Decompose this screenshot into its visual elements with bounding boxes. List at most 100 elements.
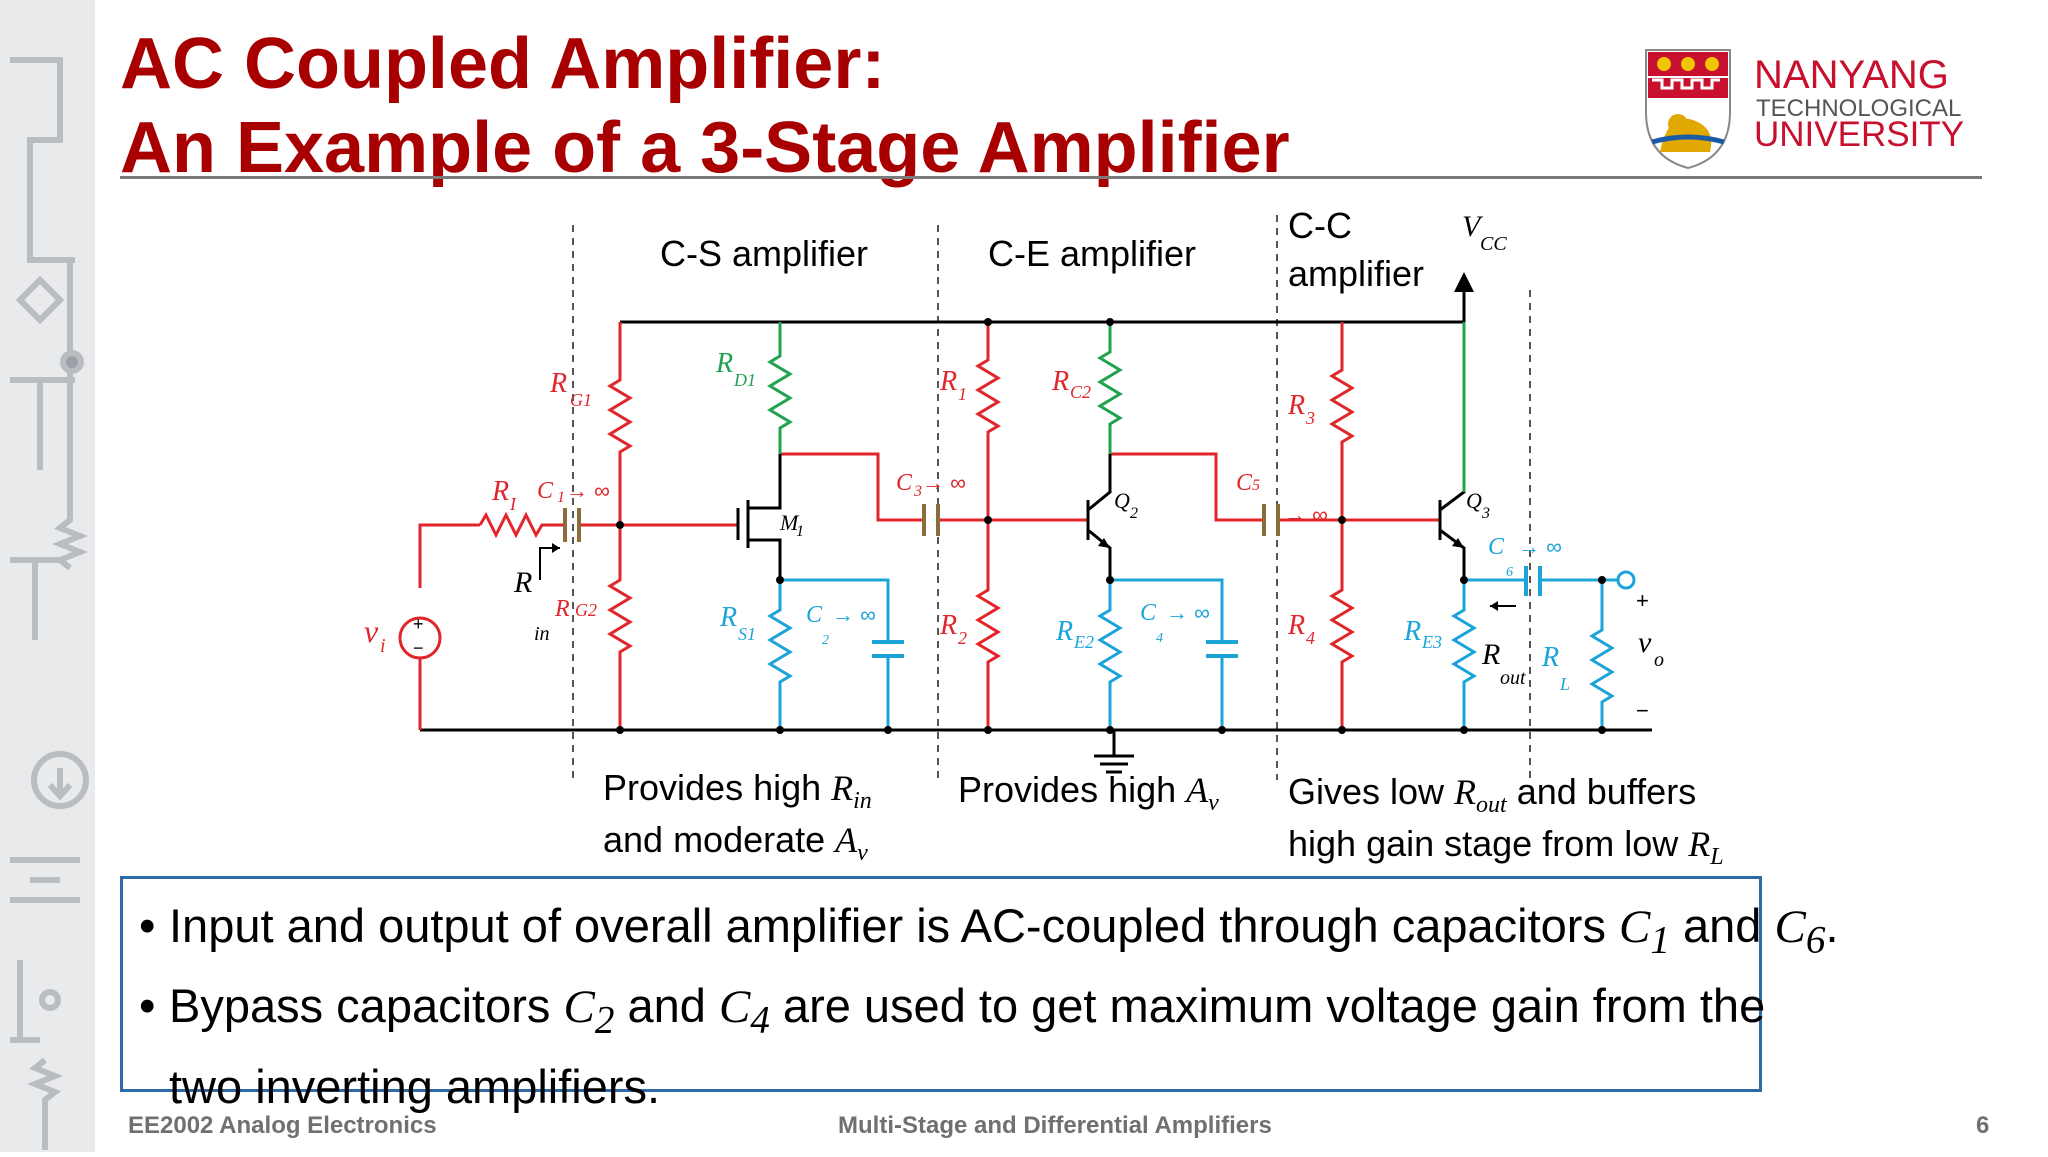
- svg-text:3: 3: [1481, 505, 1490, 522]
- svg-text:R: R: [554, 596, 570, 622]
- svg-text:o: o: [1654, 649, 1664, 671]
- svg-text:CC: CC: [1480, 233, 1507, 255]
- rin-arrow-head-icon: [552, 543, 560, 553]
- note-cc-line-1: Gives low Rout and buffers: [1288, 771, 1696, 818]
- logo-name-3: UNIVERSITY: [1754, 115, 1964, 154]
- summary-bullets-box: •Input and output of overall amplifier i…: [120, 876, 1839, 1113]
- svg-text:R: R: [1541, 642, 1559, 673]
- svg-text:v: v: [1638, 626, 1652, 659]
- rd1-resistor: [767, 322, 793, 454]
- rin-label: R in: [513, 566, 550, 645]
- svg-text:C: C: [537, 478, 554, 504]
- svg-text:→ ∞: → ∞: [1518, 534, 1562, 559]
- q2-label: Q 2: [1114, 488, 1138, 522]
- c2-capacitor: [872, 640, 904, 658]
- svg-text:3: 3: [913, 483, 922, 500]
- title-line-1: AC Coupled Amplifier:: [120, 24, 886, 104]
- svg-text:6: 6: [1506, 565, 1513, 580]
- rg1-label: R G1: [549, 368, 592, 410]
- m1-mosfet-icon: [736, 454, 782, 580]
- svg-text:C: C: [1488, 534, 1505, 560]
- svg-text:→ ∞: → ∞: [1166, 600, 1210, 625]
- svg-text:R: R: [939, 610, 957, 641]
- r1-label: R 1: [939, 366, 967, 404]
- stage2-blue-wiring: [1097, 578, 1224, 730]
- stage-label-cc-1: C-C: [1288, 205, 1352, 246]
- svg-text:4: 4: [1306, 628, 1315, 648]
- q3-label: Q 3: [1466, 488, 1490, 522]
- svg-text:C2: C2: [1070, 382, 1091, 402]
- source-vi-icon: [398, 616, 442, 660]
- svg-text:C: C: [1140, 600, 1157, 626]
- svg-text:4: 4: [1156, 631, 1163, 646]
- svg-text:R: R: [719, 602, 737, 633]
- svg-text:R: R: [549, 368, 567, 399]
- re2-label: R E2: [1055, 616, 1094, 652]
- c1-label: C 1 → ∞: [537, 478, 610, 506]
- title-divider: [120, 176, 1982, 179]
- svg-text:S1: S1: [738, 624, 756, 644]
- svg-text:C: C: [1236, 470, 1253, 496]
- svg-text:3: 3: [1305, 408, 1315, 428]
- logo-name-1: NANYANG: [1754, 53, 1949, 97]
- c1-capacitor: [563, 508, 581, 542]
- rin-arrow: [539, 547, 560, 580]
- svg-text:i: i: [380, 635, 386, 657]
- rc2-label: R C2: [1051, 366, 1091, 402]
- r4-label: R 4: [1287, 610, 1315, 648]
- svg-text:R: R: [513, 566, 532, 599]
- rails: [420, 292, 1652, 732]
- q3-bjt-icon: [1438, 322, 1466, 580]
- rd1-label: R D1: [715, 348, 756, 390]
- stage1-blue-wiring: [767, 578, 890, 730]
- output-terminal-icon: [1616, 570, 1636, 590]
- note-cs-line-2: and moderate Av: [603, 819, 868, 866]
- stage-label-cc-2: amplifier: [1288, 253, 1424, 294]
- vi-plus: +: [413, 614, 424, 634]
- svg-text:R: R: [1287, 610, 1305, 641]
- svg-text:G1: G1: [570, 390, 592, 410]
- c6-label: C 6 → ∞: [1488, 534, 1562, 580]
- svg-text:R: R: [939, 366, 957, 397]
- rout-label: R out: [1481, 638, 1526, 689]
- svg-text:L: L: [1559, 674, 1570, 694]
- c4-capacitor: [1206, 640, 1238, 658]
- svg-text:1: 1: [796, 523, 804, 540]
- svg-text:out: out: [1500, 667, 1526, 689]
- ntu-logo: NANYANG TECHNOLOGICAL UNIVERSITY: [1638, 42, 1988, 172]
- svg-text:R: R: [1481, 638, 1500, 671]
- svg-text:5: 5: [1252, 477, 1260, 494]
- bullet-2-continuation: two inverting amplifiers.: [169, 1059, 661, 1113]
- svg-text:1: 1: [557, 489, 565, 506]
- svg-text:E3: E3: [1421, 632, 1442, 652]
- note-ce-line-1: Provides high Av: [958, 769, 1219, 816]
- stage-separators: [572, 215, 1531, 780]
- logo-name-2: TECHNOLOGICAL: [1756, 95, 1961, 122]
- svg-text:D1: D1: [733, 370, 756, 390]
- svg-text:R: R: [1403, 616, 1421, 647]
- stage1-red-wiring: [418, 322, 922, 730]
- svg-text:R: R: [1287, 390, 1305, 421]
- svg-text:2: 2: [1130, 505, 1138, 522]
- m1-label: M 1: [779, 510, 804, 540]
- q3-emitter-arrow-icon: [1452, 538, 1464, 548]
- svg-text:→ ∞: → ∞: [832, 602, 876, 627]
- stage-label-ce: C-E amplifier: [988, 233, 1196, 274]
- svg-text:V: V: [1462, 210, 1484, 243]
- decorative-circuit-strip: [0, 0, 95, 1152]
- svg-text:Q: Q: [1466, 488, 1482, 513]
- junction-dots: [616, 318, 1606, 734]
- svg-text:G2: G2: [575, 600, 597, 620]
- svg-text:2: 2: [822, 633, 829, 648]
- svg-text:in: in: [534, 623, 550, 645]
- footer-page-number: 6: [1976, 1112, 1990, 1139]
- footer-topic: Multi-Stage and Differential Amplifiers: [838, 1112, 1272, 1139]
- note-cs-line-1: Provides high Rin: [603, 767, 872, 814]
- slide-title: AC Coupled Amplifier: An Example of a 3-…: [120, 22, 1290, 190]
- ground-icon: [1094, 730, 1134, 774]
- re3-label: R E3: [1403, 616, 1442, 652]
- svg-text:→ ∞: → ∞: [566, 478, 610, 503]
- c2-label: C 2 → ∞: [806, 602, 876, 648]
- vo-plus: +: [1636, 588, 1649, 613]
